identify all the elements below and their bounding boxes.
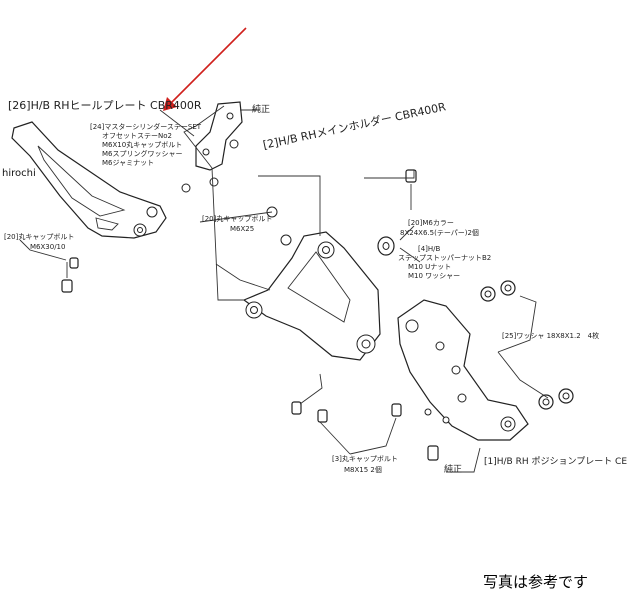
main-holder [242, 206, 381, 361]
stopper-collar [377, 236, 395, 256]
cap-bolt-3-title: [3]丸キャップボルト [332, 455, 398, 463]
genuine-top-label: 純正 [252, 105, 271, 115]
watermark-text: hirochi [2, 168, 36, 179]
cap-bolt-20b-title: [20]丸キャップボルト [4, 233, 75, 241]
master-set-line1: オフセットステーNo2 [102, 132, 172, 140]
stopper-4-line2: M10 Uナット [408, 263, 452, 271]
position-plate-label: [1]H/B RH ポジションプレート CE [484, 457, 627, 467]
heel-plate-label: [26]H/B RHヒールプレート CBR400R [8, 99, 202, 112]
parts-diagram [11, 27, 574, 473]
leader-lines [19, 105, 549, 473]
position-plate [397, 299, 529, 441]
cap-bolt-top-right [405, 169, 417, 210]
master-set-line4: M6ジャミナット [102, 159, 155, 167]
stopper-4-line3: M10 ワッシャー [408, 272, 461, 280]
stopper-4-line1: ステップストッパーナットB2 [398, 254, 492, 262]
master-set-line2: M6X10丸キャップボルト [102, 141, 183, 149]
master-set-title: [24]マスターシリンダーステーSET [90, 123, 202, 131]
washer-20-label: [20]M6カラー [408, 219, 454, 227]
washers-right [480, 280, 574, 410]
cap-bolt-left [61, 257, 79, 293]
stopper-4-title: [4]H/B [418, 245, 441, 253]
master-cylinder-stay [181, 101, 243, 193]
cap-bolt-20a-size: M6X25 [230, 225, 255, 233]
washer-25-label: [25]ワッシャ 18X8X1.2 4枚 [502, 332, 600, 340]
cap-bolt-3-size: M8X15 2個 [344, 466, 382, 474]
washer-20-size: 8X24X6.5(テーパー)2個 [400, 229, 479, 237]
cap-bolts-m8 [291, 401, 439, 461]
master-set-line3: M6スプリングワッシャー [102, 150, 183, 158]
cap-bolt-20b-size: M6X30/10 [30, 243, 66, 251]
reference-note: 写真は参考です [482, 573, 588, 591]
heel-plate [11, 121, 167, 239]
genuine-bottom-label: 純正 [444, 465, 463, 475]
red-pointer-arrow [163, 27, 247, 111]
cap-bolt-20a-title: [20]丸キャップボルト [202, 215, 273, 223]
